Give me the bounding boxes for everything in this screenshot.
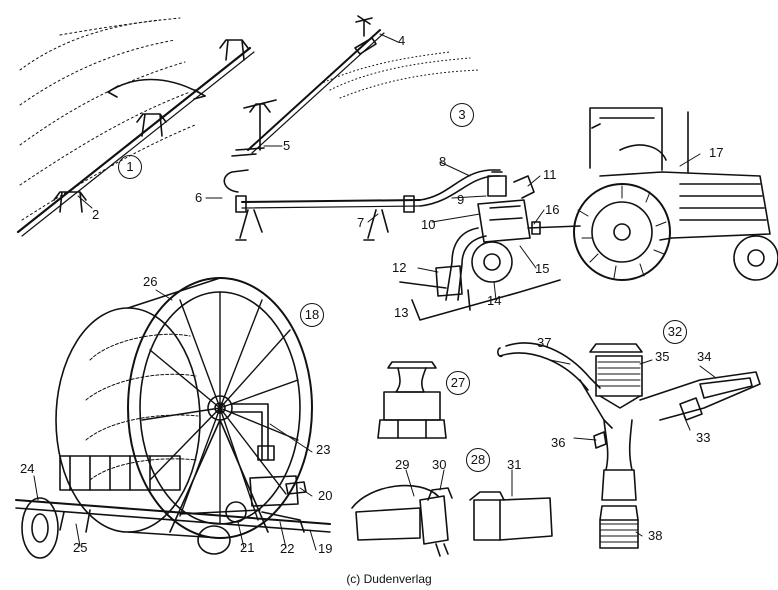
figure-number-27: 27 [446,371,470,395]
impact-sprinkler-figure [497,342,761,549]
part-label-9: 9 [457,192,465,207]
part-label-10: 10 [421,217,436,232]
part-label-14: 14 [487,293,502,308]
copyright-notice: (c) Dudenverlag [346,572,432,586]
part-label-17: 17 [709,145,724,160]
leader-lines [33,33,717,551]
part-label-38: 38 [648,528,663,543]
field-pipeline-figure [16,17,255,237]
part-label-4: 4 [398,33,406,48]
part-label-20: 20 [318,488,333,503]
part-label-33: 33 [696,430,711,445]
tractor-figure [573,107,778,281]
part-label-26: 26 [143,274,158,289]
part-label-29: 29 [395,457,410,472]
part-label-12: 12 [392,260,407,275]
part-label-30: 30 [432,457,447,472]
part-label-21: 21 [240,540,255,555]
part-label-8: 8 [439,154,447,169]
figure-number-3: 3 [450,103,474,127]
part-label-16: 16 [545,202,560,217]
hose-reel-figure [15,277,331,559]
part-label-31: 31 [507,457,522,472]
part-label-25: 25 [73,540,88,555]
quick-coupler-figure [351,484,553,557]
figure-number-18: 18 [300,303,324,327]
figure-number-32: 32 [663,320,687,344]
figure-number-28: 28 [466,448,490,472]
part-label-6: 6 [195,190,203,205]
part-label-37: 37 [537,335,552,350]
part-label-22: 22 [280,541,295,556]
part-label-2: 2 [92,207,100,222]
part-label-5: 5 [283,138,291,153]
part-label-19: 19 [318,541,333,556]
part-label-34: 34 [697,349,712,364]
part-label-35: 35 [655,349,670,364]
figure-number-1: 1 [118,155,142,179]
part-label-13: 13 [394,305,409,320]
coupling-figure [377,361,447,439]
part-label-36: 36 [551,435,566,450]
part-label-23: 23 [316,442,331,457]
part-label-11: 11 [543,167,557,182]
part-label-7: 7 [357,215,365,230]
pump-unit-figure [223,15,581,321]
part-label-15: 15 [535,261,550,276]
part-label-24: 24 [20,461,35,476]
